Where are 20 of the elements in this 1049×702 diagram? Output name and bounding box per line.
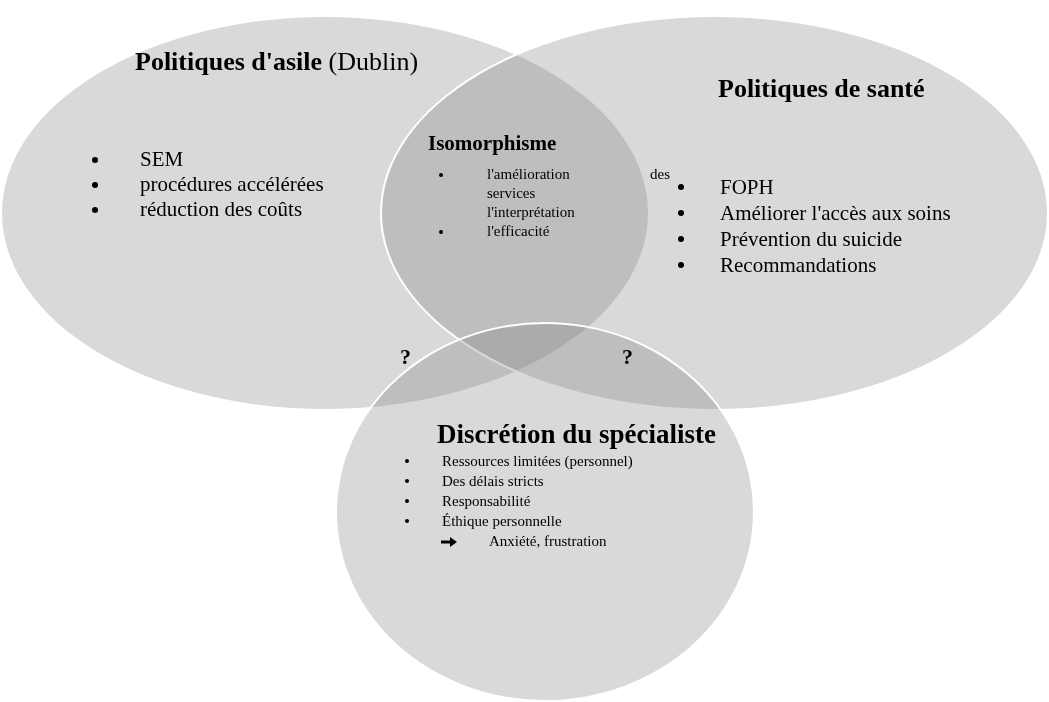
heading: Politiques de santé <box>718 73 925 105</box>
list-item: Ressources limitées (personnel) <box>442 452 633 471</box>
list-item: Améliorer l'accès aux soins <box>720 200 951 226</box>
heading: Discrétion du spécialiste <box>437 418 716 451</box>
list-item: Éthique personnelle <box>442 512 562 531</box>
stray-word: des <box>650 165 670 184</box>
list-item: Prévention du suicide <box>720 226 902 252</box>
list-item: Des délais stricts <box>442 472 544 491</box>
list-item: réduction des coûts <box>140 197 303 222</box>
list-item: l'efficacité <box>487 222 550 241</box>
intersection-heading: Isomorphisme <box>428 130 557 157</box>
list-item: Recommandations <box>720 252 877 278</box>
question-mark: ? <box>622 343 633 371</box>
heading: Politiques d'asile (Dublin) <box>135 46 419 78</box>
list-item: FOPH <box>720 174 774 200</box>
list-item: procédures accélérées <box>140 172 324 197</box>
list-item: SEM <box>140 147 184 172</box>
list-item: Anxiété, frustration <box>489 532 607 551</box>
list-item: Responsabilité <box>442 492 531 511</box>
question-mark: ? <box>400 343 411 371</box>
